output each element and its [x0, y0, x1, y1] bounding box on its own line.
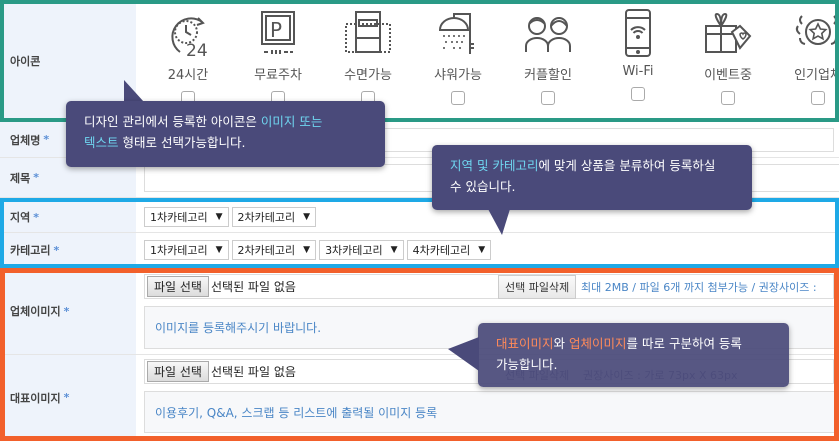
- dropdown-arrow-icon: ▼: [215, 245, 223, 255]
- tooltip-icons: 디자인 관리에서 등록한 아이콘은 이미지 또는 텍스트 형태로 선택가능합니다…: [66, 101, 385, 167]
- icon-option-popular[interactable]: 인기업체: [773, 8, 839, 105]
- gift-icon: [705, 12, 752, 53]
- tooltip-tail: [124, 80, 144, 102]
- main-image-label: 대표이미지*: [0, 355, 136, 440]
- company-image-delete-button[interactable]: 선택 파일삭제: [498, 275, 577, 299]
- shower-icon: [438, 13, 474, 54]
- bed-icon: [345, 11, 391, 53]
- icon-label: 이벤트중: [704, 68, 752, 83]
- 24-hours-icon: 24: [171, 17, 208, 60]
- dropdown-arrow-icon: ▼: [478, 245, 486, 255]
- icons-content: 24 24시간 P 무료주차: [136, 0, 839, 121]
- region-label: 지역*: [0, 198, 136, 232]
- icon-checkbox[interactable]: [631, 87, 645, 101]
- category-select-3[interactable]: 3차카테고리▼: [319, 240, 404, 260]
- company-image-label: 업체이미지*: [0, 268, 136, 354]
- dropdown-arrow-icon: ▼: [303, 211, 311, 222]
- tooltip-tail: [448, 337, 479, 371]
- icons-row: 아이콘 24 24시간 P: [0, 0, 839, 122]
- tooltip-images: 대표이미지와 업체이미지를 따로 구분하여 등록 가능합니다.: [478, 323, 789, 387]
- icon-label: 24시간: [167, 68, 209, 83]
- icon-checkbox[interactable]: [451, 91, 465, 105]
- icon-option-couple[interactable]: 커플할인: [503, 8, 593, 105]
- category-label: 카테고리*: [0, 233, 136, 267]
- dropdown-arrow-icon: ▼: [390, 245, 398, 255]
- region-select-2[interactable]: 2차카테고리▼: [231, 206, 317, 227]
- icon-label: 수면가능: [344, 68, 392, 83]
- svg-text:P: P: [270, 18, 282, 42]
- main-image-file-button[interactable]: 파일 선택: [147, 361, 209, 382]
- main-image-file-status: 선택된 파일 없음: [210, 365, 296, 379]
- category-select-2[interactable]: 2차카테고리▼: [231, 240, 317, 260]
- company-image-file-status: 선택된 파일 없음: [210, 280, 296, 294]
- parking-icon: P: [261, 11, 295, 54]
- icon-label: 커플할인: [524, 68, 572, 83]
- couple-icon: [525, 17, 571, 52]
- icon-checkbox[interactable]: [721, 91, 735, 105]
- icons-label: 아이콘: [0, 0, 136, 121]
- tooltip-category: 지역 및 카테고리에 맞게 상품을 분류하여 등록하실 수 있습니다.: [432, 145, 752, 210]
- icon-option-wifi[interactable]: Wi-Fi: [593, 8, 683, 101]
- icon-option-shower[interactable]: 샤워가능: [413, 8, 503, 105]
- icon-option-sleep[interactable]: 수면가능: [323, 8, 413, 105]
- dropdown-arrow-icon: ▼: [215, 211, 223, 222]
- region-select-1[interactable]: 1차카테고리▼: [144, 206, 229, 227]
- svg-text:24: 24: [186, 41, 208, 60]
- icon-option-parking[interactable]: P 무료주차: [233, 8, 323, 105]
- icon-checkbox[interactable]: [541, 91, 555, 105]
- dropdown-arrow-icon: ▼: [303, 245, 311, 255]
- wifi-phone-icon: [625, 9, 651, 57]
- company-image-hint: 최대 2MB / 파일 6개 까지 첨부가능 / 권장사이즈 :: [581, 281, 817, 294]
- company-image-file-input[interactable]: 파일 선택 선택된 파일 없음: [144, 274, 834, 299]
- popular-star-icon: [795, 15, 839, 45]
- icon-option-24h[interactable]: 24 24시간: [143, 8, 233, 105]
- company-image-file-button[interactable]: 파일 선택: [147, 276, 209, 297]
- icon-label: Wi-Fi: [622, 64, 654, 79]
- tooltip-tail: [488, 209, 510, 235]
- icon-label: 무료주차: [254, 68, 302, 83]
- category-row: 카테고리* 1차카테고리▼ 2차카테고리▼ 3차카테고리▼ 4차카테고리▼: [0, 233, 839, 268]
- main-image-preview: 이용후기, Q&A, 스크랩 등 리스트에 출력될 이미지 등록: [144, 391, 839, 433]
- icon-option-event[interactable]: 이벤트중: [683, 8, 773, 105]
- category-select-4[interactable]: 4차카테고리▼: [406, 240, 492, 260]
- icon-label: 샤워가능: [434, 68, 482, 83]
- icon-checkbox[interactable]: [811, 91, 825, 105]
- icon-label: 인기업체: [794, 68, 839, 83]
- category-select-1[interactable]: 1차카테고리▼: [144, 240, 229, 260]
